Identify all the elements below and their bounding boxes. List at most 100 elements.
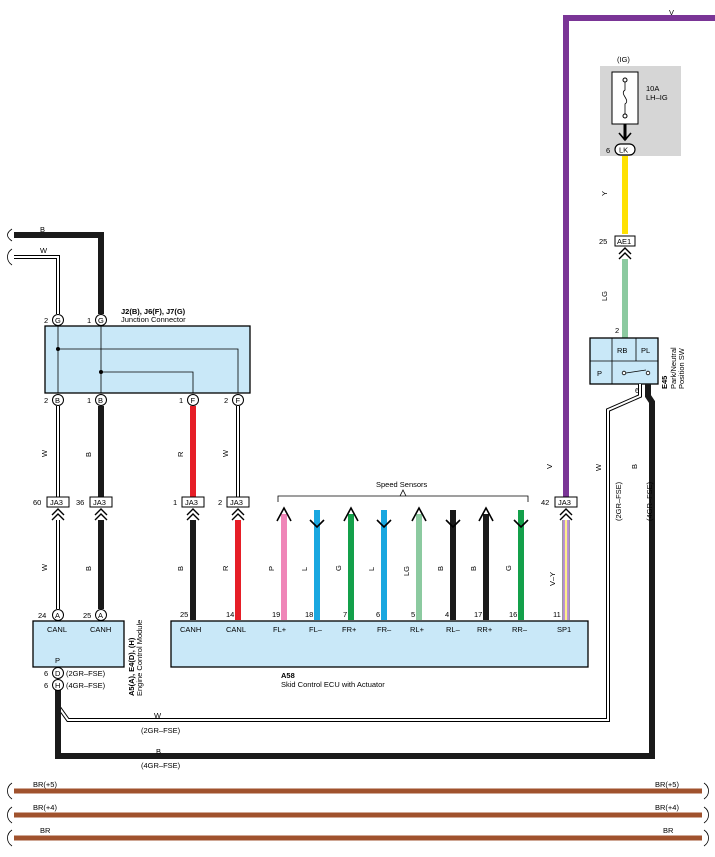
ja3-connector-36: JA3 36 [76, 496, 113, 521]
svg-text:RL+: RL+ [410, 625, 425, 634]
svg-text:1: 1 [179, 396, 183, 405]
svg-text:H: H [55, 681, 60, 690]
svg-text:6: 6 [44, 681, 48, 690]
svg-text:14: 14 [226, 610, 234, 619]
wire-label-2gr: (2GR–FSE) [614, 481, 623, 521]
ja3-connector-42: JA3 42 [541, 496, 578, 521]
wire-label-y: Y [600, 191, 609, 196]
wire-label-w-1: W [40, 449, 49, 457]
wire-label-b-1: B [84, 452, 93, 457]
ja3-connector-1: JA3 1 [173, 496, 205, 521]
svg-text:7: 7 [343, 610, 347, 619]
wire-label-r-1: R [176, 451, 185, 457]
svg-text:RR+: RR+ [477, 625, 493, 634]
fuse-rating: 10A [646, 84, 659, 93]
svg-text:SP1: SP1 [557, 625, 571, 634]
svg-text:2: 2 [44, 396, 48, 405]
svg-text:6: 6 [376, 610, 380, 619]
fuse-pin-label: LK [619, 146, 628, 155]
svg-text:P: P [55, 656, 60, 665]
wire-label-b-top: B [40, 225, 45, 234]
engine-control-module: A 24 A 25 CANL CANH P D 6 (2GR–FSE) H 6 … [32, 609, 144, 696]
svg-text:F: F [191, 396, 196, 405]
svg-text:36: 36 [76, 498, 84, 507]
svg-text:JA3: JA3 [50, 498, 63, 507]
wire-label-b-3: B [176, 566, 185, 571]
wire-b-4gr [55, 384, 655, 759]
svg-text:B: B [469, 566, 478, 571]
svg-text:JA3: JA3 [230, 498, 243, 507]
wire-label-4gr: (4GR–FSE) [645, 481, 654, 521]
svg-text:CANL: CANL [47, 625, 67, 634]
bottom-label-w: W [154, 711, 162, 720]
ecm-name: Engine Control Module [135, 620, 144, 696]
svg-text:25: 25 [599, 237, 607, 246]
svg-text:1: 1 [87, 396, 91, 405]
svg-text:FL+: FL+ [273, 625, 287, 634]
junction-bottom-pins: B 2 B 1 F 1 F 2 [44, 394, 244, 406]
svg-text:16: 16 [509, 610, 517, 619]
svg-text:60: 60 [33, 498, 41, 507]
svg-text:6: 6 [44, 669, 48, 678]
svg-text:2: 2 [44, 316, 48, 325]
svg-text:(4GR–FSE): (4GR–FSE) [66, 681, 106, 690]
skid-ecu-name: Skid Control ECU with Actuator [281, 680, 385, 689]
wire-label-vy: V–Y [548, 572, 557, 586]
svg-text:F: F [236, 396, 241, 405]
wire-label-v-vertical: V [545, 464, 554, 469]
svg-text:2: 2 [218, 498, 222, 507]
skid-control-ecu: 25 CANH 14 CANL 19 FL+ 18 FL– 7 FR+ 6 FR… [170, 610, 589, 689]
ja3-connector-2: JA3 2 [218, 496, 250, 521]
bottom-label-b: B [156, 747, 161, 756]
harness-right-2: BR(+4) [655, 803, 679, 812]
fuse-name: LH–IG [646, 93, 668, 102]
ecm-codes: A5(A), E4(D), (H) [127, 637, 136, 696]
harness-left-2: BR(+4) [33, 803, 57, 812]
svg-text:FL–: FL– [309, 625, 323, 634]
harness-right-3: BR [663, 826, 674, 835]
svg-text:FR–: FR– [377, 625, 392, 634]
svg-text:6: 6 [635, 386, 639, 395]
fuse-pin-lk [614, 143, 636, 156]
wire-label-r-2: R [221, 565, 230, 571]
park-switch-code: E45 [660, 376, 669, 389]
svg-text:G: G [504, 565, 513, 571]
svg-text:P: P [597, 369, 602, 378]
svg-text:JA3: JA3 [93, 498, 106, 507]
svg-text:25: 25 [180, 610, 188, 619]
park-switch-name-2: Position SW [677, 347, 686, 389]
svg-text:B: B [436, 566, 445, 571]
svg-text:L: L [367, 567, 376, 571]
svg-text:(2GR–FSE): (2GR–FSE) [66, 669, 106, 678]
wire-label-w-2gr: W [594, 463, 603, 471]
bottom-harness: BR(+5) BR(+5) BR(+4) BR(+4) BR BR [7, 780, 709, 847]
svg-text:AE1: AE1 [617, 237, 631, 246]
svg-text:B: B [98, 396, 103, 405]
svg-text:11: 11 [553, 610, 561, 619]
wire-label-b-2: B [84, 566, 93, 571]
svg-text:RB: RB [617, 346, 627, 355]
svg-text:5: 5 [411, 610, 415, 619]
svg-text:L: L [300, 567, 309, 571]
svg-text:24: 24 [38, 611, 46, 620]
svg-text:JA3: JA3 [185, 498, 198, 507]
junction-codes: J2(B), J6(F), J7(G) [121, 307, 186, 316]
connector-ae1: AE1 25 [599, 235, 636, 260]
skid-ecu-code: A58 [281, 671, 295, 680]
svg-text:G: G [334, 565, 343, 571]
wire-label-lg: LG [600, 291, 609, 301]
junction-top-pins: G 2 G 1 [44, 314, 107, 326]
svg-text:A: A [98, 611, 103, 620]
ja3-connector-60: JA3 60 [33, 496, 70, 521]
wire-label-v-top: V [669, 8, 674, 17]
wire-w-top [14, 255, 60, 314]
wire-label-w-3: W [40, 563, 49, 571]
svg-text:JA3: JA3 [558, 498, 571, 507]
svg-text:42: 42 [541, 498, 549, 507]
svg-text:1: 1 [87, 316, 91, 325]
harness-left-1: BR(+5) [33, 780, 57, 789]
junction-connector: J2(B), J6(F), J7(G) Junction Connector [44, 307, 251, 394]
speed-sensors-label: Speed Sensors [376, 480, 428, 489]
svg-text:D: D [55, 669, 61, 678]
